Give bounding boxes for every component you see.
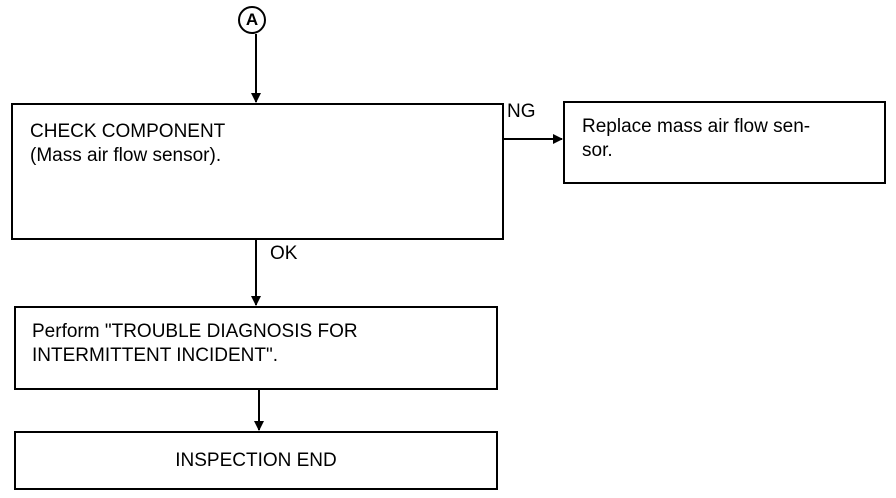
check-component-box: CHECK COMPONENT (Mass air flow sensor). — [11, 103, 504, 240]
ok-label: OK — [270, 243, 298, 264]
replace-text-line1: Replace mass air flow sen- — [582, 116, 811, 137]
inspection-end-box: INSPECTION END — [14, 431, 498, 490]
replace-text-line2: sor. — [582, 140, 613, 161]
replace-sensor-box: Replace mass air flow sen- sor. — [563, 101, 886, 184]
ng-label: NG — [507, 101, 536, 122]
check-subject: (Mass air flow sensor). — [30, 145, 222, 166]
connector-a: A — [238, 6, 266, 34]
inspection-end-text: INSPECTION END — [175, 450, 337, 471]
perform-text-line2: INTERMITTENT INCIDENT". — [32, 345, 278, 366]
perform-diagnosis-box: Perform "TROUBLE DIAGNOSIS FOR INTERMITT… — [14, 306, 498, 390]
check-title: CHECK COMPONENT — [30, 121, 226, 142]
connector-label: A — [245, 10, 259, 29]
perform-text-line1: Perform "TROUBLE DIAGNOSIS FOR — [32, 321, 358, 342]
